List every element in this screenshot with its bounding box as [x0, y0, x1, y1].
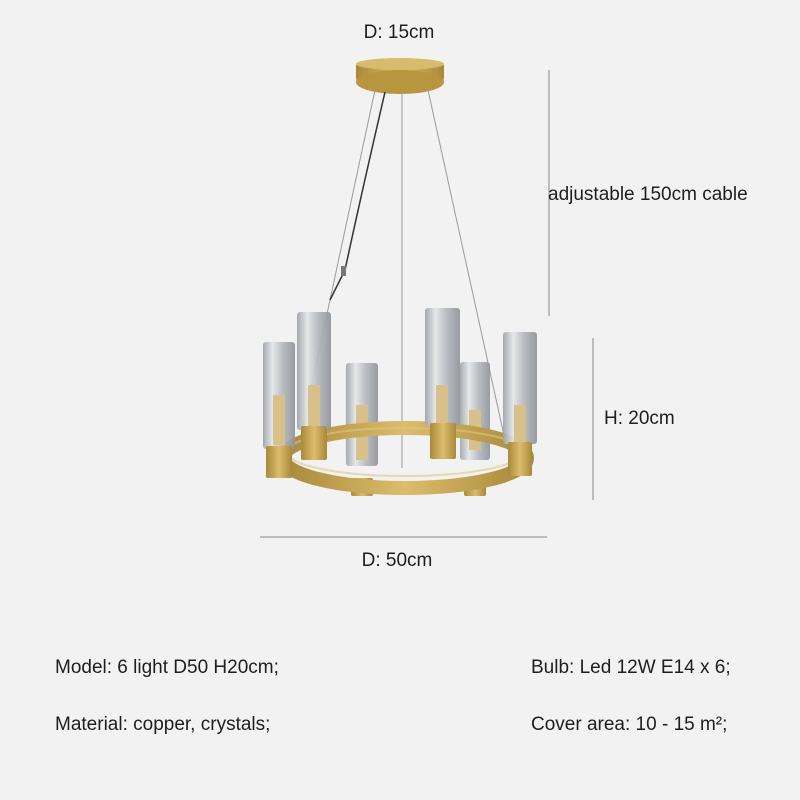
candle-front-4 — [503, 332, 537, 476]
candle-front-3 — [425, 308, 460, 459]
diameter-label: D: 50cm — [361, 550, 433, 571]
spec-cover-area: Cover area: 10 - 15 m²; — [531, 714, 728, 735]
candle-front-2 — [297, 312, 331, 460]
spec-material: Material: copper, crystals; — [55, 714, 271, 735]
height-label: H: 20cm — [604, 408, 675, 429]
canopy — [356, 58, 444, 94]
spec-model: Model: 6 light D50 H20cm; — [55, 657, 279, 678]
spec-bulb: Bulb: Led 12W E14 x 6; — [531, 657, 731, 678]
cable-length-label: adjustable 150cm cable — [548, 184, 748, 205]
candle-front-1 — [263, 342, 295, 478]
canopy-diameter-label: D: 15cm — [363, 22, 435, 43]
